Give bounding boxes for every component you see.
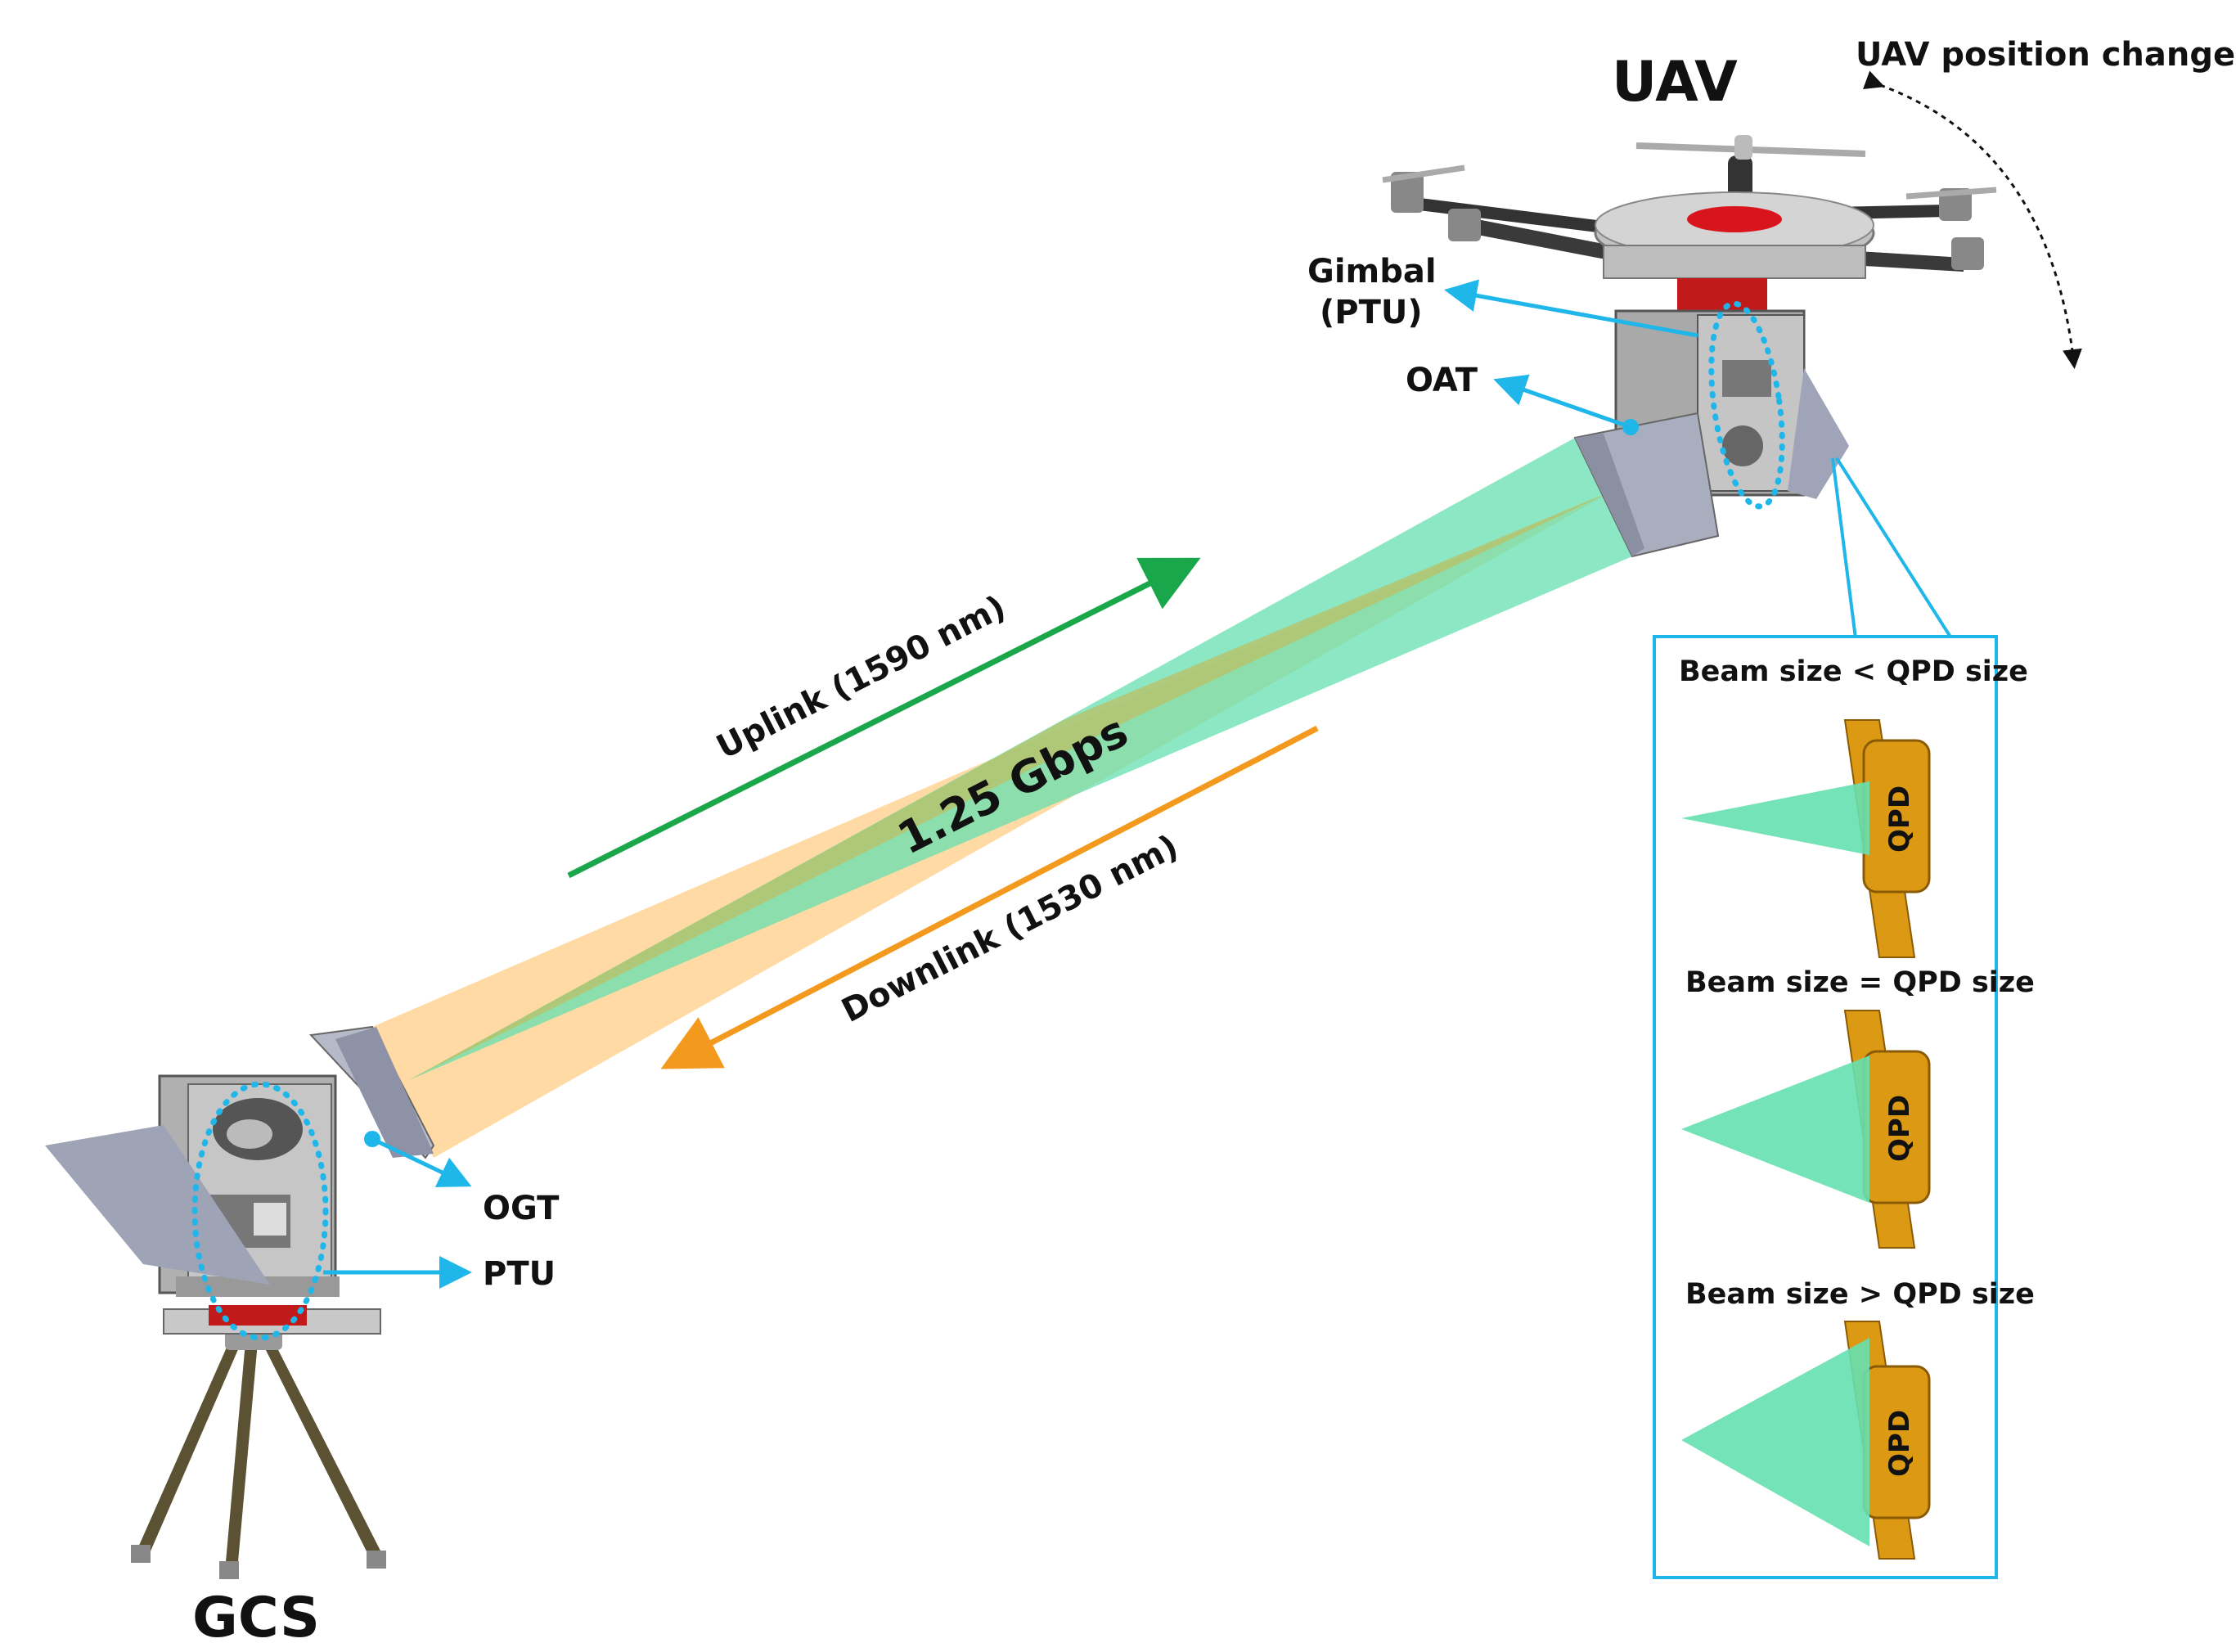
uav-gimbal-dotted-ellipse	[1708, 300, 1785, 510]
uav-position-change-label: UAV position change	[1856, 36, 2235, 74]
downlink-arrow	[660, 725, 1319, 1069]
oat-telescope	[1573, 412, 1720, 558]
inset-panel-3	[1681, 1321, 1931, 1560]
uav-top-marker	[1687, 206, 1782, 232]
oat-label: OAT	[1406, 362, 1478, 399]
ogt-callout-line	[371, 1137, 472, 1187]
uav-drone	[1382, 135, 1997, 311]
beam-large	[1681, 1338, 1869, 1546]
uav-position-change-arrow	[1862, 70, 2082, 369]
gimbal-ptu-label: (PTU)	[1320, 294, 1423, 331]
gcs-terminal	[45, 1025, 435, 1579]
inset-panel-1-title: Beam size < QPD size	[1679, 655, 2028, 688]
beam-small	[1681, 781, 1869, 855]
inset-panel-1	[1681, 719, 1931, 958]
qpd-label-2: QPD	[1883, 1095, 1916, 1162]
gimbal-label: Gimbal	[1307, 253, 1437, 290]
inset-panel-2	[1681, 1010, 1931, 1249]
qpd-label-3: QPD	[1883, 1410, 1916, 1477]
qpd-label-1: QPD	[1883, 785, 1916, 853]
inset-panel-2-title: Beam size = QPD size	[1685, 966, 2035, 999]
uplink-arrow	[567, 557, 1201, 879]
ogt-label: OGT	[483, 1190, 560, 1227]
ptu-label: PTU	[483, 1255, 556, 1293]
ogt-telescope	[45, 1125, 270, 1285]
inset-panel-3-title: Beam size > QPD size	[1685, 1278, 2035, 1311]
uav-gimbal-assembly	[1573, 300, 1849, 558]
uav-label: UAV	[1612, 50, 1738, 115]
gcs-ptu-dotted-ellipse	[191, 1081, 329, 1341]
gimbal-callout-line	[1444, 279, 1698, 338]
oat-callout-line	[1493, 374, 1631, 430]
beam-equal	[1681, 1056, 1869, 1203]
gcs-label: GCS	[192, 1586, 320, 1650]
